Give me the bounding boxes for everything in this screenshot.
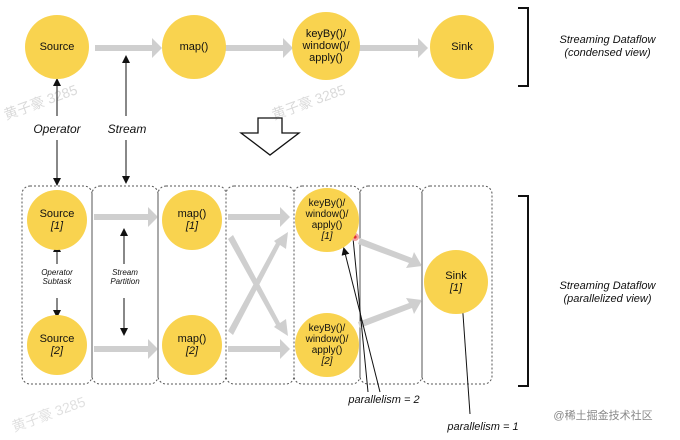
column-shuffle: [225, 185, 295, 385]
p-arrow-map2-kb2: [228, 339, 290, 359]
condensed-source-node: Source: [25, 15, 89, 79]
parallelism2-pointer-2: [352, 237, 369, 393]
parallelism-2-label: parallelism = 2: [348, 394, 420, 406]
p-source1-index: [1]: [50, 220, 64, 232]
column-sink: [421, 185, 493, 385]
condensed-arrow-2: [223, 38, 293, 58]
p-arrow-src1-map1: [94, 207, 158, 227]
p-sink1-name: Sink: [445, 269, 467, 282]
p-arrow-map1-kb1: [228, 207, 290, 227]
p-keyby2-name: keyBy()/ window()/ apply(): [305, 323, 349, 356]
column-keyby: [293, 185, 361, 385]
condensed-sink-label: Sink: [451, 40, 473, 53]
parallel-title: Streaming Dataflow: [559, 280, 656, 292]
p-source1-name: Source: [39, 207, 75, 220]
operator-label: Operator: [33, 122, 81, 136]
site-watermark: @稀土掘金技术社区: [553, 410, 653, 422]
parallelism1-pointer: [458, 298, 471, 415]
column-stream-1: [91, 185, 159, 385]
p-map1-node: map() [1]: [162, 190, 222, 250]
transition-down-arrow: [239, 117, 301, 156]
condensed-bracket: [518, 7, 529, 87]
p-map2-name: map(): [177, 332, 207, 345]
column-source: [21, 185, 93, 385]
condensed-subtitle: (condensed view): [564, 47, 651, 59]
p-arrow-kb2-sink: [358, 298, 422, 328]
condensed-arrow-1: [95, 38, 162, 58]
parallel-subtitle: (parallelized view): [563, 293, 652, 305]
p-keyby2-index: [2]: [321, 356, 333, 367]
condensed-keyby-node: keyBy()/ window()/ apply(): [292, 12, 360, 80]
parallel-bracket: [518, 195, 529, 387]
p-arrow-map2-kb1: [228, 232, 288, 335]
condensed-map-node: map(): [162, 15, 226, 79]
column-map: [157, 185, 227, 385]
stream-partition-label: Stream Partition: [110, 268, 140, 287]
p-source1-node: Source [1]: [27, 190, 87, 250]
condensed-keyby-label: keyBy()/ window()/ apply(): [302, 27, 350, 65]
p-keyby1-index: [1]: [321, 231, 333, 242]
p-arrow-kb1-sink: [358, 238, 422, 268]
p-map2-index: [2]: [185, 345, 199, 357]
p-map1-index: [1]: [185, 220, 199, 232]
condensed-title: Streaming Dataflow: [559, 34, 656, 46]
condensed-source-label: Source: [39, 40, 75, 53]
column-stream-2: [359, 185, 423, 385]
parallelism2-pointer-1: [341, 247, 381, 393]
p-source2-name: Source: [39, 332, 75, 345]
operator-subtask-label: Operator Subtask: [41, 268, 73, 287]
p-keyby1-name: keyBy()/ window()/ apply(): [305, 198, 349, 231]
p-map2-node: map() [2]: [162, 315, 222, 375]
condensed-arrow-3: [358, 38, 428, 58]
p-keyby1-node: keyBy()/ window()/ apply() [1]: [295, 188, 359, 252]
p-map1-name: map(): [177, 207, 207, 220]
parallelism-1-label: parallelism = 1: [447, 421, 519, 433]
p-sink1-index: [1]: [449, 282, 463, 294]
condensed-sink-node: Sink: [430, 15, 494, 79]
p-source2-node: Source [2]: [27, 315, 87, 375]
p-arrow-src2-map2: [94, 339, 158, 359]
stream-label: Stream: [107, 122, 147, 136]
condensed-map-label: map(): [179, 40, 209, 53]
p-keyby2-node: keyBy()/ window()/ apply() [2]: [295, 313, 359, 377]
p-sink1-node: Sink [1]: [424, 250, 488, 314]
p-source2-index: [2]: [50, 345, 64, 357]
parallel-columns: [21, 185, 493, 385]
